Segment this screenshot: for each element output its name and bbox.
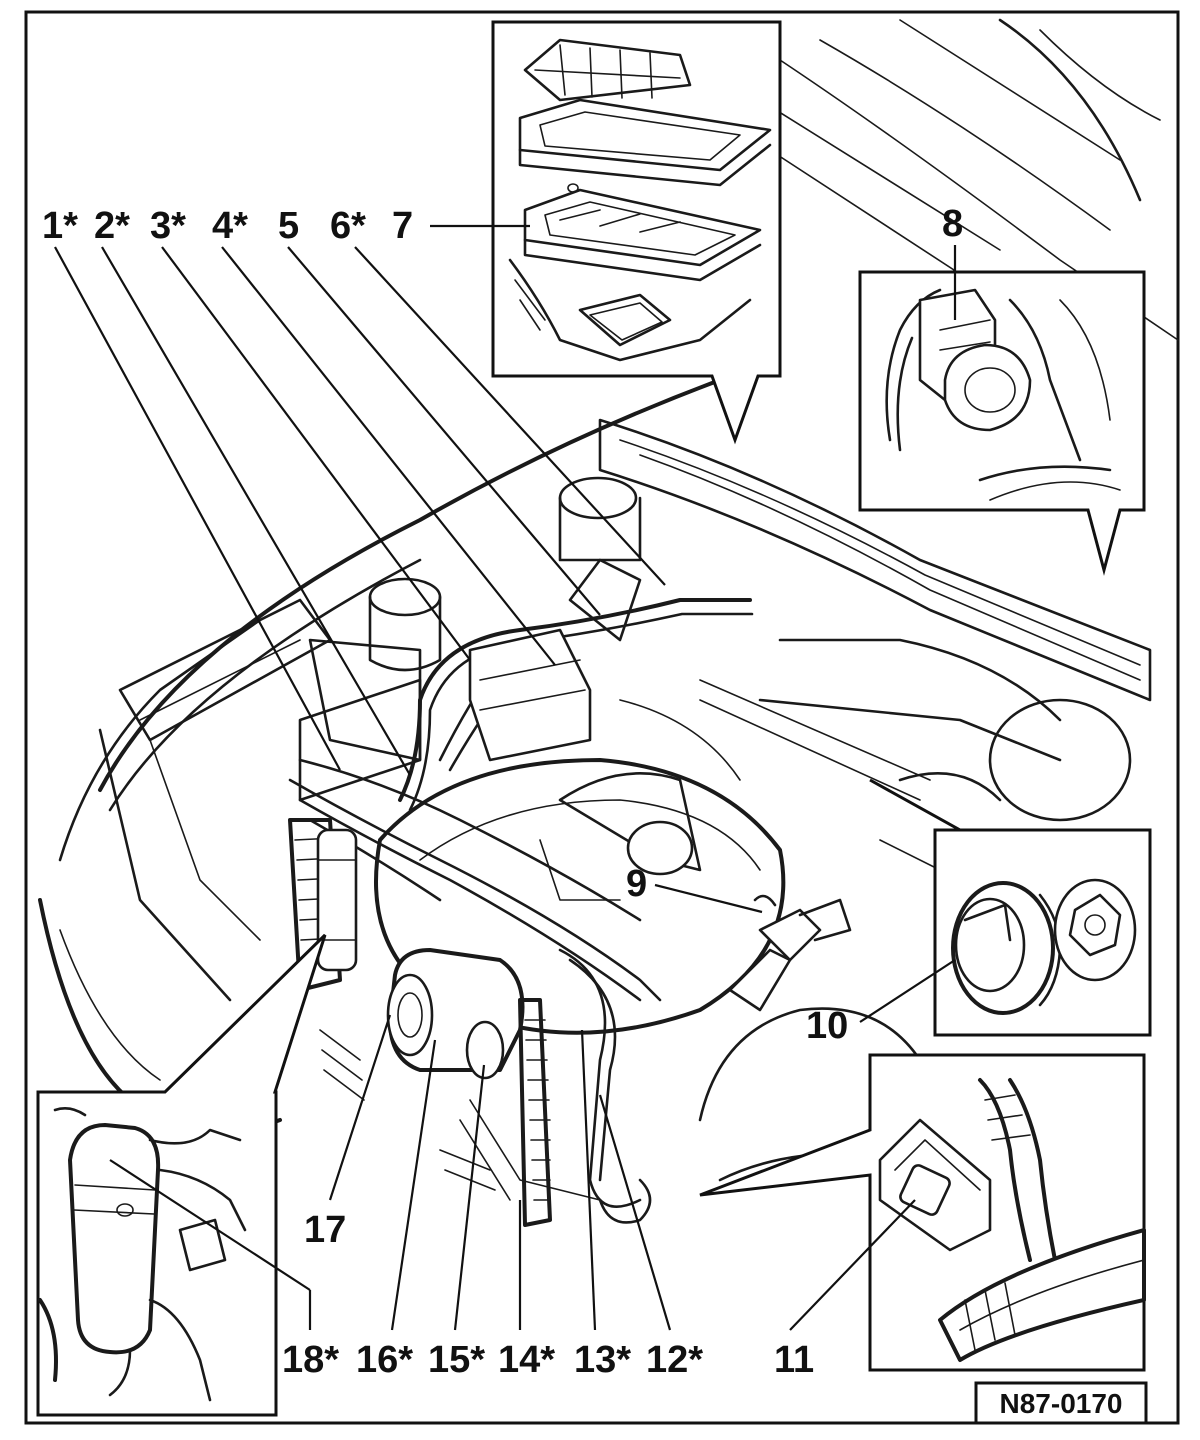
- callout-8: 8: [942, 203, 963, 245]
- callout-15: 15*: [428, 1339, 485, 1381]
- callout-10: 10: [806, 1005, 848, 1047]
- callout-13: 13*: [574, 1339, 631, 1381]
- callout-11: 11: [774, 1339, 814, 1381]
- callout-1: 1*: [42, 205, 78, 247]
- inset-harness-11: [699, 1053, 1146, 1372]
- callout-12: 12*: [646, 1339, 703, 1381]
- callout-2: 2*: [94, 205, 130, 247]
- inset-drier-18: [36, 933, 327, 1417]
- callout-7: 7: [392, 205, 413, 247]
- inset-pollen-filter: [491, 20, 782, 445]
- inset-connector-10: [869, 778, 1152, 1037]
- callout-4: 4*: [212, 205, 248, 247]
- callout-9: 9: [626, 863, 647, 905]
- callout-18: 18*: [282, 1339, 339, 1381]
- leader-lines: [54, 224, 957, 1331]
- inset-sensor-8: [858, 270, 1146, 576]
- callout-16: 16*: [356, 1339, 413, 1381]
- callout-14: 14*: [498, 1339, 555, 1381]
- callout-17: 17: [304, 1209, 346, 1251]
- figure-code: N87-0170: [1000, 1388, 1123, 1419]
- callout-3: 3*: [150, 205, 186, 247]
- callout-labels: 1* 2* 3* 4* 5 6* 7 8 9 10 17 18* 16* 15*…: [42, 203, 963, 1381]
- figure-code-box: N87-0170: [974, 1381, 1148, 1425]
- callout-5: 5: [278, 205, 299, 247]
- callout-6: 6*: [330, 205, 366, 247]
